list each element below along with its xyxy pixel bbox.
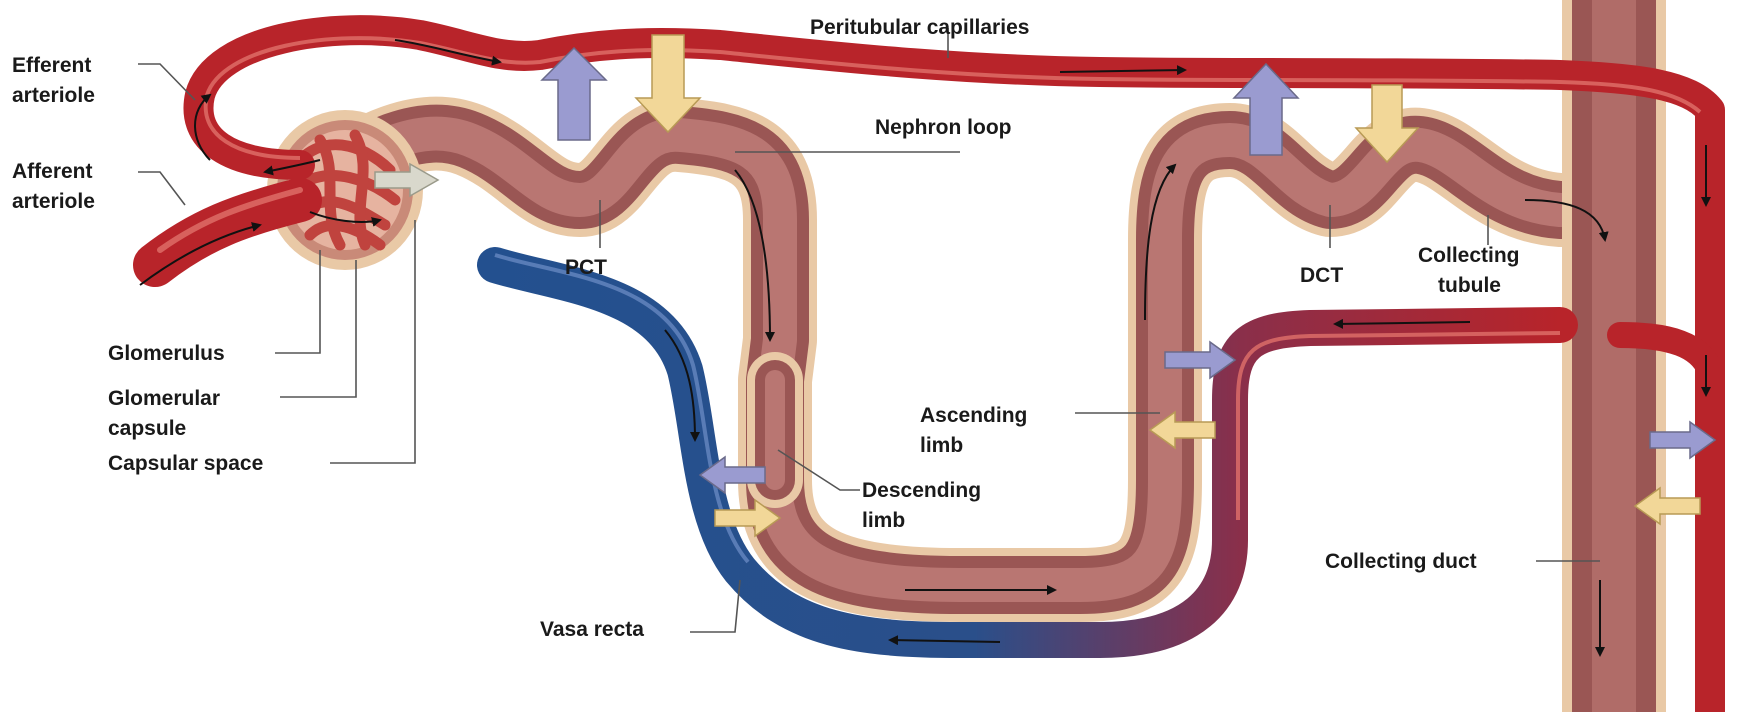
label-capsular-space: Capsular space [108, 452, 263, 475]
label-pct: PCT [565, 256, 607, 279]
label-dct: DCT [1300, 264, 1343, 287]
label-peritubular-capillaries: Peritubular capillaries [810, 16, 1029, 39]
label-afferent-arteriole: Afferent arteriole [12, 160, 98, 213]
label-ascending-limb: Ascending limb [920, 404, 1033, 457]
leader-afferent-arteriole [138, 172, 185, 205]
label-collecting-tubule: Collecting tubule [1418, 244, 1525, 297]
collecting-duct-tube [1562, 0, 1666, 712]
label-collecting-duct: Collecting duct [1325, 550, 1477, 573]
tubule-outline [320, 134, 1600, 585]
afferent-arteriole [155, 200, 300, 265]
label-nephron-loop: Nephron loop [875, 116, 1011, 139]
label-efferent-arteriole: Efferent arteriole [12, 54, 97, 107]
label-vasa-recta: Vasa recta [540, 618, 644, 641]
label-descending-limb: Descending limb [862, 479, 987, 532]
leader-glomerulus [275, 250, 320, 353]
nephron-tubule [320, 134, 1600, 585]
collecting-duct-lumen [1592, 0, 1636, 712]
leader-glomerular-capsule [280, 260, 356, 397]
label-glomerular-capsule: Glomerular capsule [108, 387, 226, 440]
label-glomerulus: Glomerulus [108, 342, 225, 365]
